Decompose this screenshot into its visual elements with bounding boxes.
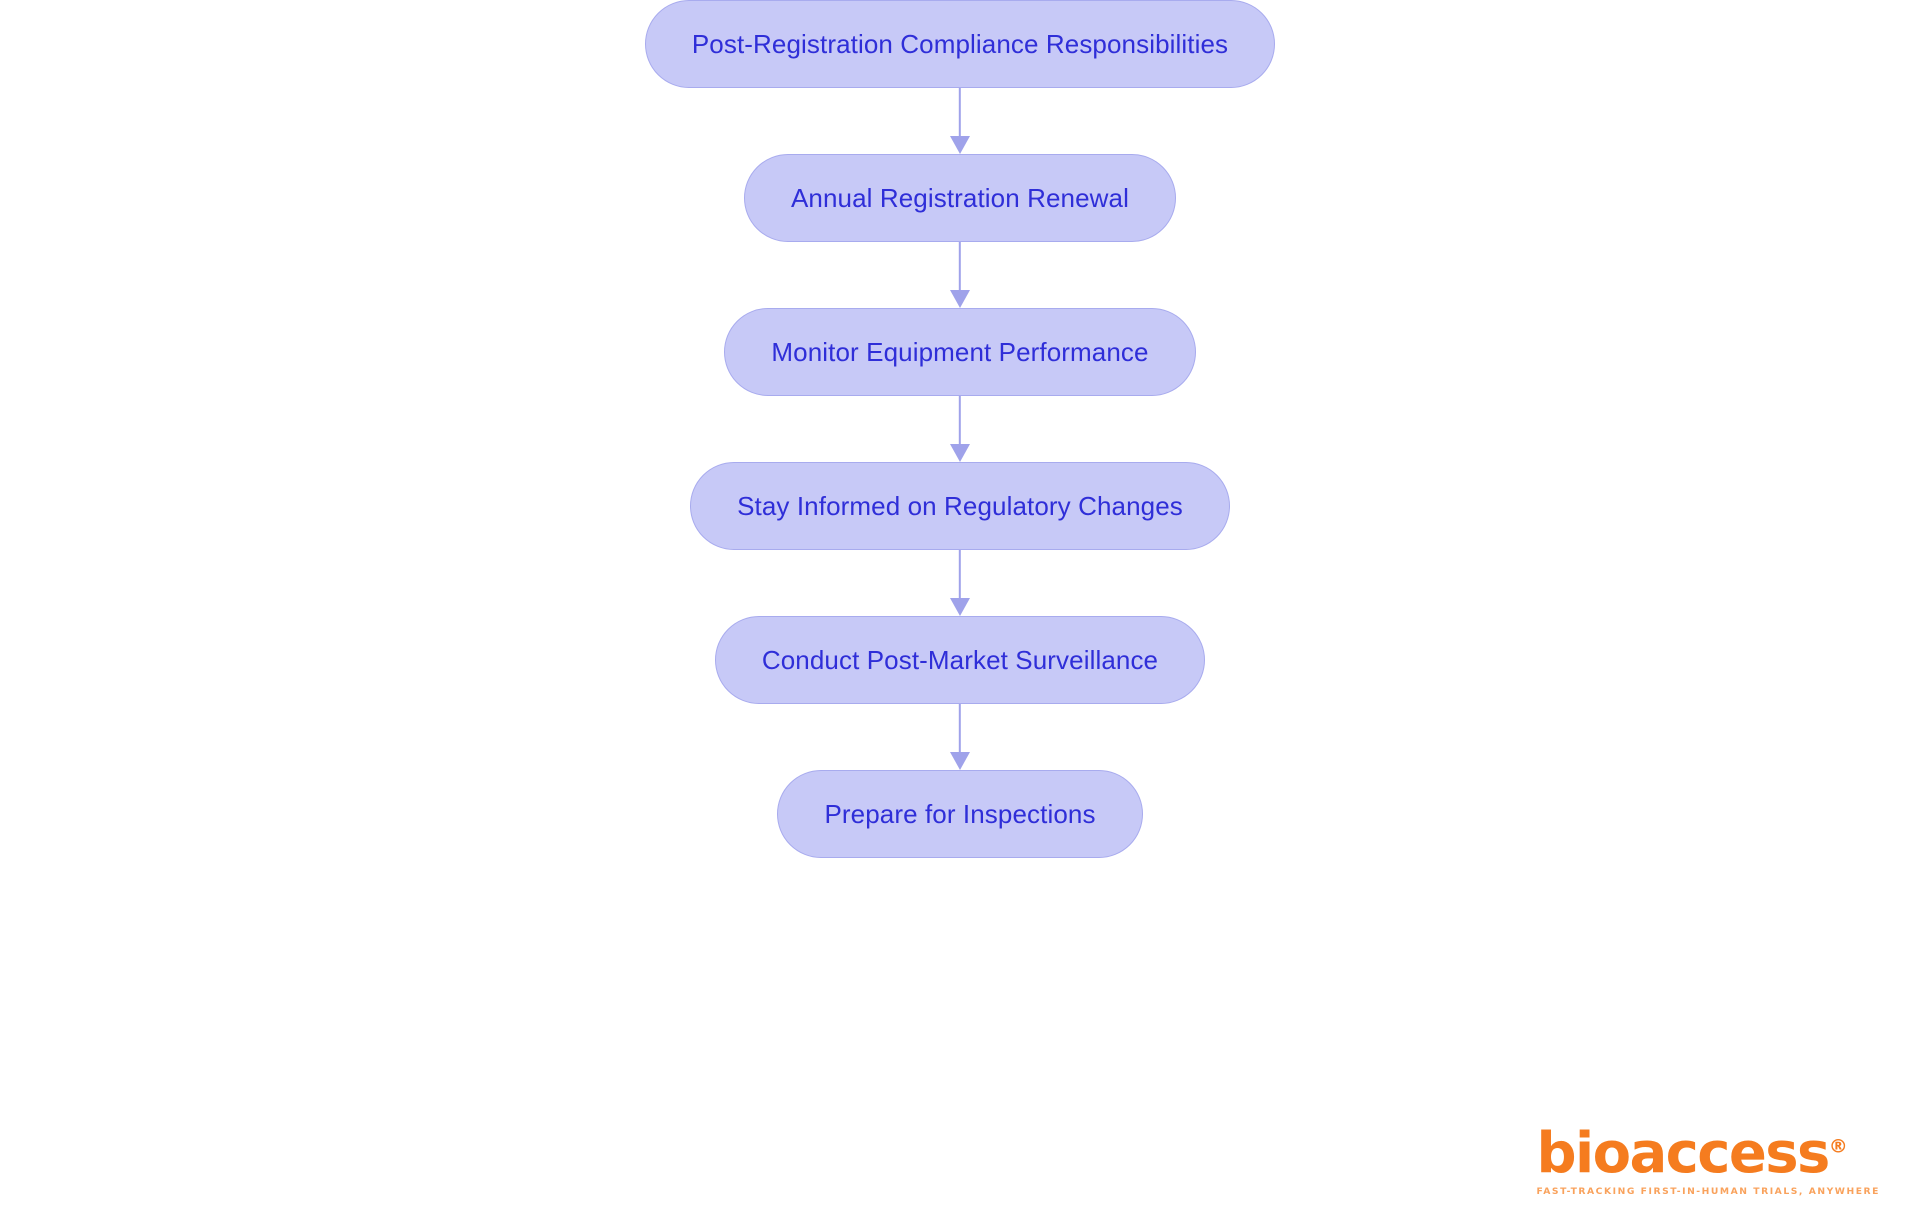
node-label: Stay Informed on Regulatory Changes: [737, 491, 1183, 521]
bioaccess-logo: bioaccess® FAST-TRACKING FIRST-IN-HUMAN …: [1536, 1126, 1881, 1198]
connector-line: [958, 704, 962, 754]
flowchart-node-monitor-equipment-performance[interactable]: Monitor Equipment Performance: [724, 308, 1196, 396]
arrowhead-down-icon: [950, 752, 970, 770]
flowchart-connector-2: [940, 242, 980, 308]
flowchart-node-stay-informed-on-regulatory-changes[interactable]: Stay Informed on Regulatory Changes: [690, 462, 1230, 550]
flowchart-connector-4: [940, 550, 980, 616]
arrowhead-down-icon: [950, 136, 970, 154]
brand-tagline: FAST-TRACKING FIRST-IN-HUMAN TRIALS, ANY…: [1536, 1186, 1880, 1197]
flowchart-node-post-registration-compliance-responsibilities[interactable]: Post-Registration Compliance Responsibil…: [644, 0, 1276, 88]
connector-line: [958, 396, 962, 446]
arrowhead-down-icon: [950, 290, 970, 308]
flowchart-node-annual-registration-renewal[interactable]: Annual Registration Renewal: [743, 154, 1176, 242]
flowchart-connector-5: [940, 704, 980, 770]
node-label: Post-Registration Compliance Responsibil…: [691, 29, 1229, 59]
flowchart-node-column: Post-Registration Compliance Responsibil…: [644, 0, 1276, 858]
node-label: Monitor Equipment Performance: [771, 337, 1149, 367]
arrowhead-down-icon: [950, 598, 970, 616]
connector-line: [958, 242, 962, 292]
node-label: Conduct Post-Market Surveillance: [761, 645, 1159, 675]
brand-wordmark: bioaccess®: [1537, 1126, 1848, 1182]
registered-trademark-icon: ®: [1828, 1135, 1848, 1158]
connector-line: [958, 88, 962, 138]
brand-wordmark-text: bioaccess: [1536, 1121, 1831, 1186]
flowchart-canvas: Post-Registration Compliance Responsibil…: [644, 0, 1276, 858]
arrowhead-down-icon: [950, 444, 970, 462]
flowchart-node-conduct-post-market-surveillance[interactable]: Conduct Post-Market Surveillance: [714, 616, 1206, 704]
flowchart-connector-3: [940, 396, 980, 462]
flowchart-node-prepare-for-inspections[interactable]: Prepare for Inspections: [777, 770, 1143, 858]
node-label: Prepare for Inspections: [824, 799, 1096, 829]
node-label: Annual Registration Renewal: [790, 183, 1129, 213]
connector-line: [958, 550, 962, 600]
flowchart-connector-1: [940, 88, 980, 154]
